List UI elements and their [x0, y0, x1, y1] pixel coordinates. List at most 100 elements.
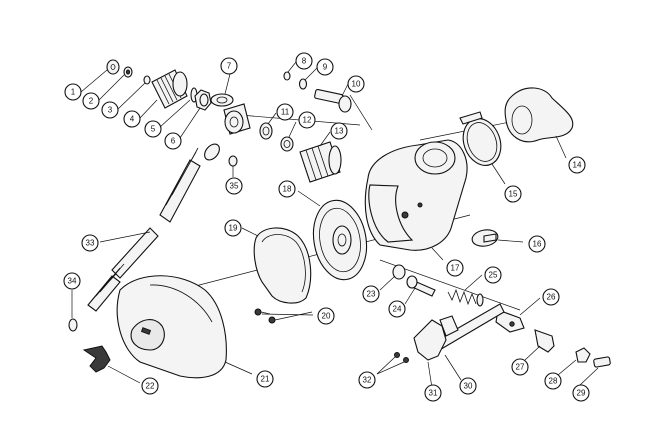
- callout-33: 33: [81, 234, 99, 252]
- part-poppet-24: [406, 275, 436, 297]
- part-screws-20: [254, 308, 276, 324]
- callout-3: 3: [101, 101, 119, 119]
- callout-label: 17: [451, 264, 460, 273]
- callout-label: 32: [363, 376, 372, 385]
- callout-23: 23: [362, 285, 380, 303]
- callout-35: 35: [225, 177, 243, 195]
- callout-27: 27: [511, 358, 529, 376]
- part-exhaust-valve-16: [471, 229, 499, 247]
- part-valve-body-13: [299, 141, 342, 183]
- callout-label: 34: [68, 277, 77, 286]
- part-stem-10: [314, 88, 352, 113]
- callout-31: 31: [424, 384, 442, 402]
- callout-label: 22: [146, 382, 155, 391]
- callout-11: 11: [276, 103, 294, 121]
- callout-13: 13: [330, 122, 348, 140]
- callout-10: 10: [347, 75, 365, 93]
- callout-label: 25: [489, 271, 498, 280]
- callout-15: 15: [504, 185, 522, 203]
- callout-2: 2: [82, 92, 100, 110]
- part-nut-4: [151, 69, 188, 109]
- part-clamp-15: [459, 111, 502, 166]
- callout-1: 1: [64, 83, 82, 101]
- callout-label: 35: [230, 182, 239, 191]
- part-elbow-7: [210, 93, 251, 135]
- part-fitting-29: [593, 356, 611, 368]
- callout-label: 28: [549, 377, 558, 386]
- part-hose-33: [87, 143, 220, 312]
- callout-label: 30: [464, 382, 473, 391]
- callout-label: 16: [533, 240, 542, 249]
- callout-label: 6: [171, 137, 176, 146]
- part-lever-26: [495, 309, 525, 333]
- callout-25: 25: [484, 266, 502, 284]
- callout-label: 33: [86, 239, 95, 248]
- part-seat-23: [392, 264, 406, 280]
- part-oring-12: [280, 136, 294, 152]
- callout-19: 19: [224, 219, 242, 237]
- callout-14: 14: [568, 156, 586, 174]
- part-clip-27: [534, 329, 555, 353]
- part-nut-28: [575, 347, 591, 363]
- callout-18: 18: [278, 180, 296, 198]
- callout-6: 6: [164, 132, 182, 150]
- callout-label: 13: [335, 127, 344, 136]
- part-cover-ring-19: [253, 227, 312, 304]
- part-washer-2: [123, 66, 133, 78]
- callout-26: 26: [542, 288, 560, 306]
- part-oring-34: [68, 318, 78, 332]
- callout-label: 15: [509, 190, 518, 199]
- part-washer-8: [283, 71, 291, 81]
- part-front-cover-21: [116, 275, 227, 379]
- callout-label: 1: [71, 88, 76, 97]
- callout-21: 21: [256, 370, 274, 388]
- callout-12: 12: [298, 111, 316, 129]
- callout-label: 5: [151, 125, 156, 134]
- callout-label: 23: [367, 290, 376, 299]
- callout-20: 20: [317, 307, 335, 325]
- callout-label: 12: [303, 116, 312, 125]
- callout-4: 4: [123, 110, 141, 128]
- callout-label: 10: [352, 80, 361, 89]
- part-hexnut-6: [194, 89, 212, 111]
- callout-34: 34: [63, 272, 81, 290]
- callout-label: 4: [130, 115, 135, 124]
- callout-8: 8: [295, 52, 313, 70]
- callout-label: 19: [229, 224, 238, 233]
- callout-label: 8: [302, 57, 307, 66]
- part-oring-9: [298, 78, 308, 90]
- callout-28: 28: [544, 372, 562, 390]
- callout-17: 17: [446, 259, 464, 277]
- callout-16: 16: [528, 235, 546, 253]
- part-mouthpiece-14: [504, 87, 574, 143]
- callout-29: 29: [572, 384, 590, 402]
- callout-label: 11: [281, 108, 290, 117]
- part-housing-17: [364, 139, 468, 251]
- callout-30: 30: [459, 377, 477, 395]
- callout-9: 9: [316, 58, 334, 76]
- part-diaphragm-18: [312, 199, 368, 281]
- part-washer-1: [106, 59, 120, 75]
- callout-label: 27: [516, 363, 525, 372]
- callout-22: 22: [141, 377, 159, 395]
- callout-label: 18: [283, 185, 292, 194]
- callout-label: 26: [547, 293, 556, 302]
- callout-label: 2: [89, 97, 94, 106]
- part-screws-32: [394, 352, 409, 363]
- callout-label: 31: [429, 389, 438, 398]
- callout-label: 3: [108, 106, 113, 115]
- callout-label: 21: [261, 375, 270, 384]
- part-oring-35: [228, 155, 238, 167]
- part-spring-25: [447, 288, 484, 307]
- leader-lines: [71, 61, 599, 389]
- callout-32: 32: [358, 371, 376, 389]
- part-spring-3: [143, 75, 151, 85]
- callout-label: 14: [573, 161, 582, 170]
- callout-label: 29: [577, 389, 586, 398]
- callout-5: 5: [144, 120, 162, 138]
- part-yoke-31: [413, 315, 459, 361]
- callout-7: 7: [220, 57, 238, 75]
- callout-label: 20: [322, 312, 331, 321]
- part-purge-button-22: [82, 345, 111, 373]
